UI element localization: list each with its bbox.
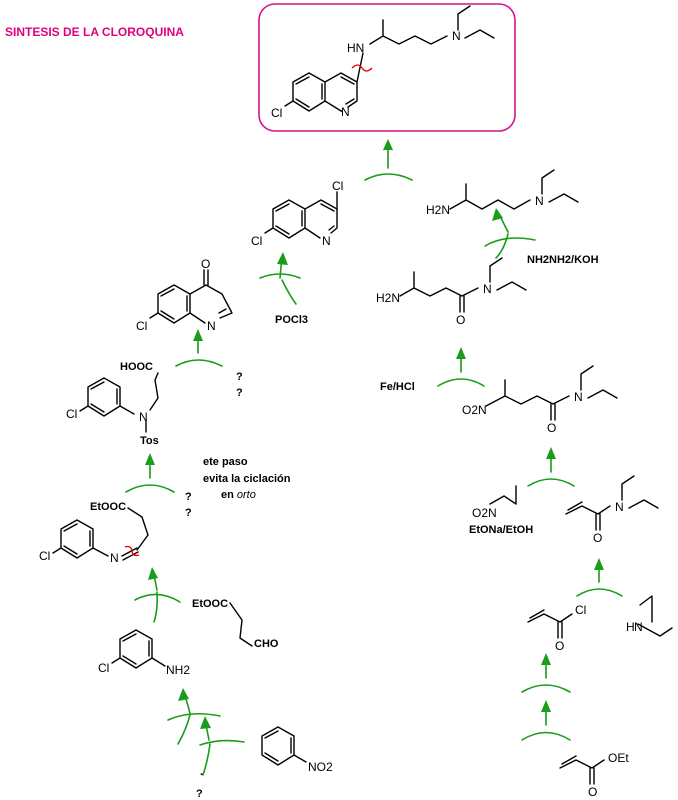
ester-group: EtOOC bbox=[90, 501, 126, 513]
diagram-title: SINTESIS DE LA CLOROQUINA bbox=[5, 25, 184, 39]
atom-label: Cl bbox=[332, 179, 343, 193]
atom-label: N bbox=[139, 410, 148, 424]
ester-group: EtOOC bbox=[192, 598, 228, 610]
atom-label: NO2 bbox=[308, 760, 333, 774]
unknown-reagent: ? bbox=[236, 371, 243, 383]
nitroethane-structure: O2N bbox=[472, 485, 517, 520]
acrylamide-structure: N O bbox=[565, 475, 659, 545]
note-line-1: ete paso bbox=[203, 456, 248, 468]
dichloroquinoline-structure: Cl N Cl bbox=[251, 179, 343, 248]
atom-label: N bbox=[452, 29, 461, 43]
retro-arrow bbox=[576, 558, 623, 597]
tosyl-group: Tos bbox=[140, 435, 159, 447]
chloroquine-structure: HN N N Cl bbox=[271, 5, 495, 120]
reagent-hydrazine: NH2NH2/KOH bbox=[527, 254, 599, 266]
nitrobenzene-structure: NO2 bbox=[261, 726, 333, 774]
atom-label: N bbox=[110, 551, 119, 565]
unknown-reagent: ? bbox=[185, 491, 192, 503]
note-line-2: evita la ciclación bbox=[203, 473, 291, 485]
retro-arrow bbox=[364, 139, 413, 181]
atom-label: Cl bbox=[39, 549, 50, 563]
atom-label: O bbox=[201, 257, 210, 271]
chloroquinolinone-structure: O N Cl bbox=[136, 257, 233, 333]
chloroaniline-structure: Cl NH2 bbox=[98, 629, 190, 677]
reagent-pocl3: POCl3 bbox=[275, 314, 308, 326]
dot-mark: · bbox=[200, 769, 204, 781]
retro-arrow bbox=[125, 453, 175, 493]
atom-label: Cl bbox=[98, 661, 109, 675]
retro-arrow bbox=[259, 252, 301, 305]
atom-label: Cl bbox=[271, 106, 282, 120]
unknown-reagent: ? bbox=[196, 788, 203, 800]
atom-label: N bbox=[483, 282, 492, 296]
retro-arrow bbox=[437, 347, 485, 387]
atom-label: N bbox=[207, 319, 216, 333]
atom-label: O2N bbox=[472, 506, 497, 520]
unknown-reagent: ? bbox=[185, 507, 192, 519]
aldehyde-group: CHO bbox=[254, 638, 279, 650]
atom-label: O bbox=[588, 785, 597, 799]
atom-label: HN bbox=[347, 41, 364, 55]
nitro-amide-structure: O2N N O bbox=[462, 365, 618, 435]
atom-label: Cl bbox=[66, 407, 77, 421]
target-box bbox=[258, 3, 516, 132]
tosyl-aminoacid-structure: HOOC N Tos Cl bbox=[66, 361, 159, 447]
reagent-etona: EtONa/EtOH bbox=[469, 524, 533, 536]
retro-arrow bbox=[175, 329, 223, 367]
atom-label: Cl bbox=[251, 234, 262, 248]
unknown-reagent: ? bbox=[236, 387, 243, 399]
disconnection-mark bbox=[124, 545, 140, 557]
atom-label: H bbox=[626, 620, 635, 634]
diethylamine-structure: H N bbox=[626, 595, 673, 637]
atom-label: N bbox=[615, 500, 624, 514]
retro-arrow bbox=[521, 700, 571, 741]
retro-arrow bbox=[527, 447, 575, 487]
atom-label: O2N bbox=[462, 403, 487, 417]
acryloyl-chloride-structure: Cl O bbox=[527, 603, 586, 653]
ethyl-acrylate-structure: OEt O bbox=[559, 751, 629, 799]
atom-label: H2N bbox=[376, 291, 400, 305]
note-line-3: en orto bbox=[221, 489, 256, 501]
retro-arrow bbox=[134, 567, 181, 623]
retro-arrow bbox=[167, 688, 221, 745]
atom-label: O bbox=[547, 421, 556, 435]
atom-label: NH2 bbox=[166, 663, 190, 677]
retro-arrow bbox=[199, 716, 245, 776]
atom-label: Cl bbox=[575, 603, 586, 617]
atom-label: N bbox=[322, 234, 331, 248]
atom-label: O bbox=[593, 531, 602, 545]
atom-label: H2N bbox=[426, 203, 450, 217]
retro-arrow bbox=[521, 653, 571, 693]
amino-amide-structure: H2N N O bbox=[376, 257, 527, 327]
atom-label: O bbox=[555, 639, 564, 653]
diamine-structure: H2N N bbox=[426, 169, 579, 217]
atom-label: N bbox=[574, 390, 583, 404]
atom-label: N bbox=[535, 194, 544, 208]
disconnection-mark bbox=[351, 64, 373, 72]
atom-label: N bbox=[341, 105, 350, 119]
reagent-fehcl: Fe/HCl bbox=[380, 381, 415, 393]
imine-ester-structure: EtOOC N Cl bbox=[39, 501, 149, 565]
acid-group: HOOC bbox=[120, 361, 153, 373]
retro-arrow bbox=[484, 208, 536, 259]
atom-label: OEt bbox=[608, 751, 629, 765]
atom-label: Cl bbox=[136, 319, 147, 333]
atom-label: O bbox=[456, 313, 465, 327]
aldehyde-ester-structure: EtOOC CHO bbox=[192, 598, 279, 650]
atom-label: N bbox=[634, 620, 643, 634]
